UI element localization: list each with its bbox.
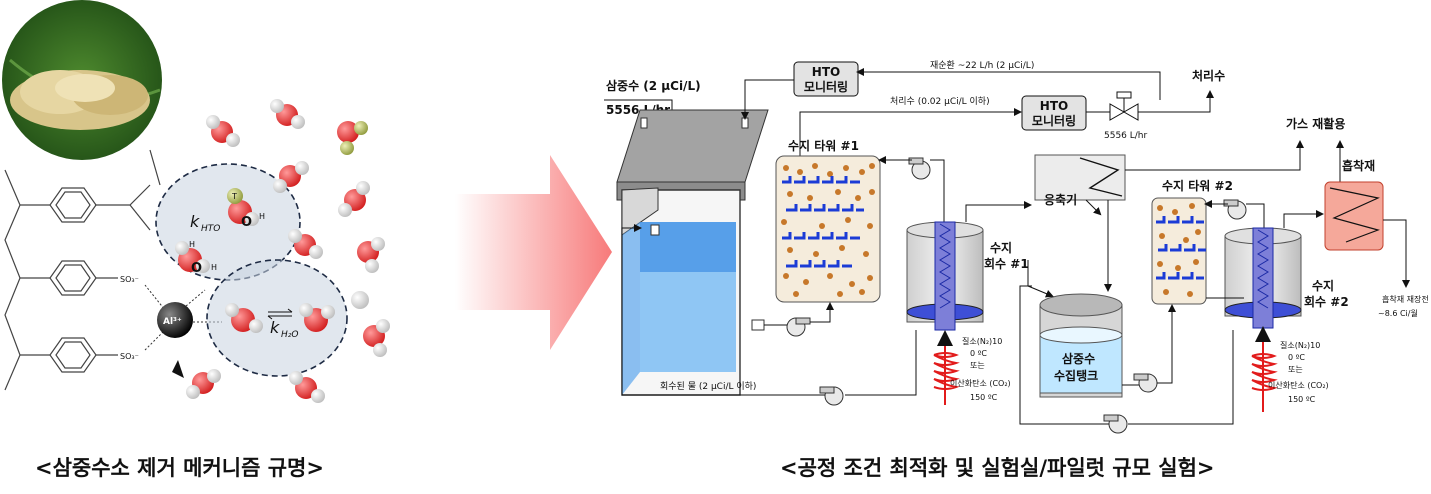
pump-5 [1223,199,1247,220]
water-molecule-bound: H O H [175,240,217,276]
svg-text:H₂O: H₂O [281,330,298,340]
hto-monitor-2: HTO 모니터링 [1021,95,1087,131]
svg-text:이산화탄소 (CO₂): 이산화탄소 (CO₂) [950,378,1011,388]
absorber-label: 흡착재 [1342,158,1375,173]
heater-2 [1251,326,1278,412]
resin-tower-1 [775,155,881,303]
treated-water-label: 처리수 [1192,68,1225,83]
svg-text:질소(N₂)10: 질소(N₂)10 [1280,341,1320,350]
equilibrium-arrows [267,308,293,320]
svg-text:HTO: HTO [201,224,220,234]
svg-text:k: k [270,318,280,337]
gas-conditions-2: 질소(N₂)10 0 ºC 또는 이산화탄소 (CO₂) 150 ºC [1268,341,1329,404]
process-diagram: 삼중수 (2 μCi/L) 5556 L/hr HTO 모니터링 재순환 ~22… [604,59,1429,434]
svg-text:H: H [259,212,265,221]
hto-monitor-1: HTO 모니터링 [793,61,859,97]
recovered-water-label: 회수된 물 (2 μCi/L 이하) [660,380,756,392]
pump-3 [819,386,844,406]
svg-text:O: O [241,215,252,230]
transition-arrow [455,155,612,350]
svg-text:H: H [211,263,217,272]
main-tank [616,109,769,396]
svg-text:수집탱크: 수집탱크 [1054,368,1098,383]
valve-flow-label: 5556 L/hr [1104,131,1148,141]
absorber-storage-line1: 흡착재 재장전 [1382,294,1429,304]
polymer-backbone [4,149,161,391]
k-h2o-label: k H₂O [270,318,298,340]
process-caption: <공정 조건 최적화 및 실험실/파일럿 규모 실험> [780,456,1215,480]
hto-molecule: T O H [227,188,265,230]
resin-tower-1-label: 수지 타워 #1 [788,138,859,153]
resin-recovery-1-line2: 회수 #1 [984,256,1029,271]
svg-text:0 ºC: 0 ºC [1288,353,1305,362]
absorber-storage-line2: ~8.6 Ci/월 [1378,308,1418,318]
svg-text:H: H [189,240,195,249]
recycle-label: 재순환 ~22 L/h (2 μCi/L) [930,59,1034,71]
svg-text:질소(N₂)10: 질소(N₂)10 [962,337,1002,346]
svg-text:0 ºC: 0 ºC [970,349,987,358]
al-label: Al³⁺ [163,317,182,327]
svg-text:삼중수: 삼중수 [1062,351,1095,366]
resin-photo [2,0,162,160]
resin-tower-2 [1151,197,1207,305]
pump-4 [1133,373,1158,393]
resin-tower-2-label: 수지 타워 #2 [1162,178,1233,193]
resin-recovery-1-line1: 수지 [990,240,1012,255]
svg-text:150 ºC: 150 ºC [970,393,998,402]
treated-line-label: 처리수 (0.02 μCi/L 이하) [890,95,990,107]
aluminium-ion: Al³⁺ [157,302,193,378]
mechanism-panel: SO₃⁻ SO₃⁻ Al³⁺ k HTO k H₂O [2,0,390,403]
valve [1109,91,1139,121]
heater-1 [933,330,960,405]
collection-tank: 삼중수 수집탱크 [1039,293,1123,398]
pump-1 [786,317,811,337]
svg-text:T: T [231,192,237,201]
condenser-label: 응축기 [1044,192,1077,207]
svg-text:O: O [191,261,202,276]
absorber-column [1324,181,1384,251]
k-hto-label: k HTO [190,212,220,234]
svg-text:또는: 또는 [1288,365,1303,374]
svg-text:모니터링: 모니터링 [1032,113,1076,128]
water-molecules [186,99,390,403]
pump-2 [908,157,931,180]
svg-text:150 ºC: 150 ºC [1288,395,1316,404]
so3-label-1: SO₃⁻ [120,275,139,284]
svg-text:HTO: HTO [812,65,840,79]
h2o-zone [206,259,348,377]
svg-text:이산화탄소 (CO₂): 이산화탄소 (CO₂) [1268,380,1329,390]
gas-reuse-label: 가스 재활용 [1286,116,1345,131]
svg-text:HTO: HTO [1040,99,1068,113]
resin-recovery-2-line1: 수지 [1312,278,1334,293]
tritiated-water-label: 삼중수 (2 μCi/L) [606,78,701,93]
resin-recovery-2 [1224,227,1302,329]
svg-text:모니터링: 모니터링 [804,79,848,94]
svg-text:또는: 또는 [970,361,985,370]
gas-conditions-1: 질소(N₂)10 0 ºC 또는 이산화탄소 (CO₂) 150 ºC [950,337,1011,402]
svg-text:k: k [190,212,200,231]
so3-label-2: SO₃⁻ [120,352,139,361]
mechanism-caption: <삼중수소 제거 메커니즘 규명> [35,456,324,480]
condenser: 응축기 [1034,154,1126,207]
resin-recovery-1 [906,221,984,331]
resin-recovery-2-line2: 회수 #2 [1304,294,1349,309]
